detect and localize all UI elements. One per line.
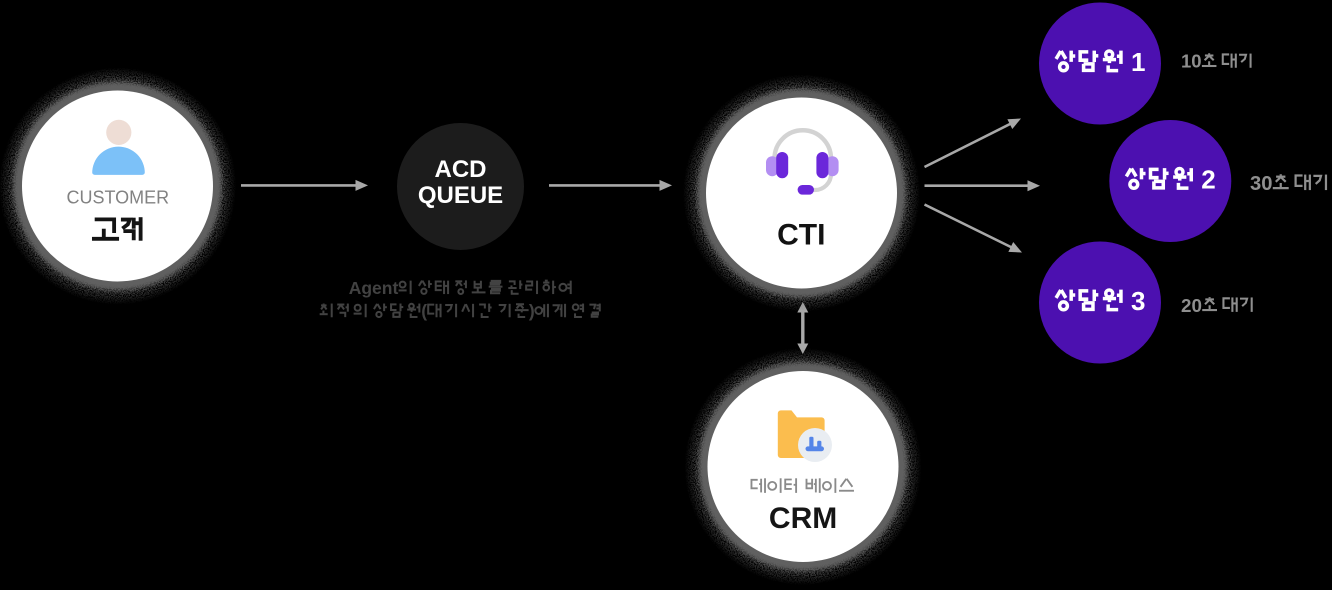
svg-text:2: 2 [1201,164,1215,194]
svg-text:CRM: CRM [769,502,837,535]
svg-text:ACD: ACD [435,156,487,183]
svg-text:10: 10 [1181,51,1202,72]
svg-text:1: 1 [1131,47,1145,77]
svg-text:(: ( [421,301,427,321]
svg-text:CTI: CTI [777,219,825,252]
svg-text:QUEUE: QUEUE [418,182,503,209]
svg-text:30: 30 [1250,173,1272,195]
svg-text:): ) [529,301,535,321]
svg-text:CUSTOMER: CUSTOMER [66,187,169,207]
svg-text:Agent: Agent [349,278,399,298]
svg-text:3: 3 [1131,286,1145,316]
svg-text:20: 20 [1181,295,1202,316]
